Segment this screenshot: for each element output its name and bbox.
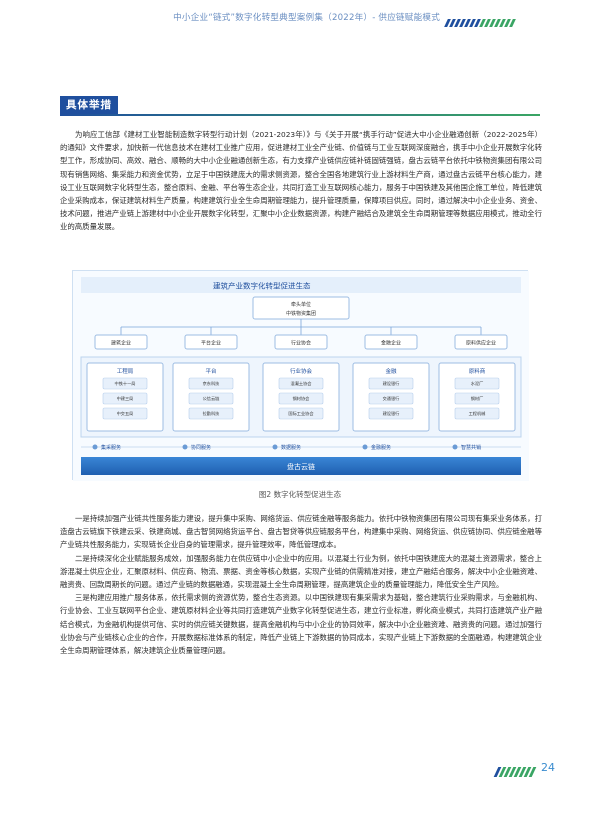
group-item: 国际工业协会 <box>288 410 314 417</box>
base-platform-label: 盘古云链 <box>287 462 315 471</box>
tier-node: 金融企业 <box>381 340 401 347</box>
group-title: 平台 <box>205 367 217 375</box>
page-number: 24 <box>541 761 555 774</box>
running-title: 中小企业“链式”数字化转型典型案例集（2022年）- 供应链赋能模式 <box>173 13 440 23</box>
service-label: 协同服务 <box>191 444 211 451</box>
connector-lines <box>120 319 482 335</box>
figure-caption: 图2 数字化转型促进生态 <box>258 490 342 499</box>
footer-stripe-decoration <box>493 762 537 781</box>
services-row: 集采服务 协同服务 数据服务 金融服务 智慧共销 <box>81 444 521 451</box>
group-item: 钢材协会 <box>293 395 311 402</box>
paragraph-measure-1: 一是持续加强产业链共性服务能力建设，提升集中采购、网络货运、供应链金融等服务能力… <box>60 514 542 550</box>
section-underline <box>60 114 540 116</box>
group-item: 京东科技 <box>203 380 221 387</box>
leader-line1: 牵头单位 <box>291 301 311 308</box>
group-item: 公信云链 <box>203 395 221 402</box>
section-heading: 具体举措 <box>60 96 118 114</box>
service-label: 数据服务 <box>281 444 301 451</box>
intro-paragraph: 为响应工信部《建材工业智能制造数字转型行动计划（2021-2023年）》与《关于… <box>60 130 542 232</box>
leader-line2: 中铁物资集团 <box>286 310 316 317</box>
group-item: 钢材厂 <box>471 395 484 402</box>
page-header: 中小企业“链式”数字化转型典型案例集（2022年）- 供应链赋能模式 <box>0 0 600 28</box>
group-item: 混凝土协会 <box>291 380 313 387</box>
tier-node: 建筑企业 <box>111 340 131 347</box>
group-item: 交通银行 <box>383 395 400 402</box>
diagram-title: 建筑产业数字化转型促进生态 <box>213 281 311 291</box>
group-title: 工程局 <box>117 367 134 375</box>
group-item: 拉勤科技 <box>203 410 221 417</box>
service-label: 集采服务 <box>101 444 121 451</box>
tier-node: 行业协会 <box>291 340 311 347</box>
ecosystem-diagram-svg: 建筑产业数字化转型促进生态 牵头单位 中铁物资集团 建筑企业 平台企业 行业协会… <box>73 271 529 481</box>
ecosystem-diagram: 建筑产业数字化转型促进生态 牵头单位 中铁物资集团 建筑企业 平台企业 行业协会… <box>72 270 529 481</box>
group-item: 中交五局 <box>117 410 134 417</box>
body-paragraphs: 一是持续加强产业链共性服务能力建设，提升集中采购、网络货运、供应链金融等服务能力… <box>60 512 542 657</box>
header-stripe-decoration <box>444 12 516 31</box>
group-item: 中建三局 <box>117 395 134 402</box>
paragraph-measure-3: 三是构建应用推广服务体系，依托需求侧的资源优势，整合生态资源。以中国铁建现有集采… <box>60 593 542 656</box>
group-item: 水泥厂 <box>471 380 484 387</box>
group-item: 中铁十一局 <box>115 380 136 387</box>
tier-node: 平台企业 <box>201 340 221 347</box>
group-boxes: 工程局 平台 行业协会 金融 原料商 中铁十一局 中建三局 中交五局 京东科技 … <box>86 362 516 432</box>
diagram-title-band <box>81 277 521 293</box>
base-platform-bar <box>81 457 521 475</box>
group-item: 工程机械 <box>469 410 487 417</box>
tier-node-row: 建筑企业 平台企业 行业协会 金融企业 原料供应企业 <box>94 334 508 350</box>
tier-node: 原料供应企业 <box>466 340 496 347</box>
group-title: 行业协会 <box>290 367 313 375</box>
paragraph-measure-2: 二是持续深化企业赋能服务成效，加强服务能力在供应链中小企业中的应用。以混凝土行业… <box>60 553 542 590</box>
group-title: 原料商 <box>469 367 486 375</box>
group-item: 建设银行 <box>383 410 400 417</box>
group-item: 建设银行 <box>383 380 400 387</box>
service-label: 智慧共销 <box>461 444 481 451</box>
service-label: 金融服务 <box>371 444 391 451</box>
group-title: 金融 <box>385 367 397 375</box>
